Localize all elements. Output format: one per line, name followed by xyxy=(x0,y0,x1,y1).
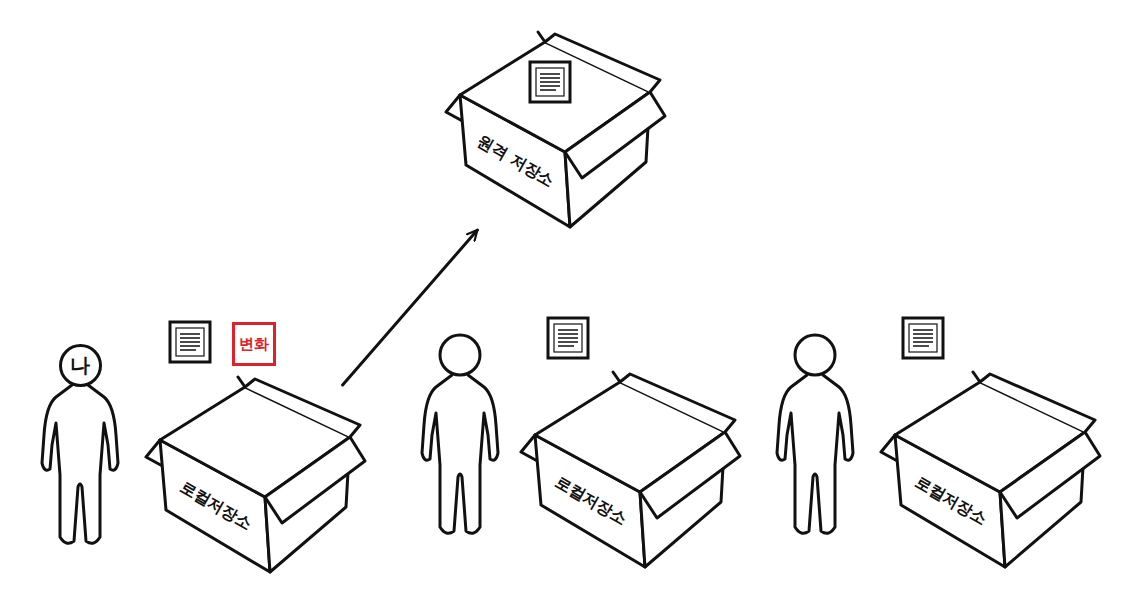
repository-box xyxy=(446,32,665,227)
person-figure xyxy=(777,335,853,533)
repository-box xyxy=(881,372,1100,567)
push-arrow xyxy=(343,230,478,385)
document-icon xyxy=(170,322,210,362)
person-head: 나 xyxy=(59,344,102,387)
repository-box: 로컬저장소 xyxy=(535,380,735,570)
document-icon xyxy=(903,318,943,358)
box-label: 로컬저장소 xyxy=(912,473,990,528)
repository-box: 로컬저장소 xyxy=(160,385,360,575)
box-label: 로컬저장소 xyxy=(177,478,255,533)
repository-box xyxy=(521,372,740,567)
box-label: 원격 저장소 xyxy=(475,132,558,190)
box-label: 로컬저장소 xyxy=(552,473,630,528)
person-figure xyxy=(422,335,498,533)
change-stamp: 변화 xyxy=(232,322,276,366)
repository-box: 로컬저장소 xyxy=(895,380,1095,570)
stamp-label: 변화 xyxy=(239,335,269,354)
document-icon xyxy=(548,318,588,358)
person-name: 나 xyxy=(70,352,90,379)
person-figure xyxy=(42,385,118,543)
repository-box: 원격 저장소 xyxy=(460,40,660,230)
repository-box xyxy=(146,377,365,572)
document-icon xyxy=(530,62,570,102)
